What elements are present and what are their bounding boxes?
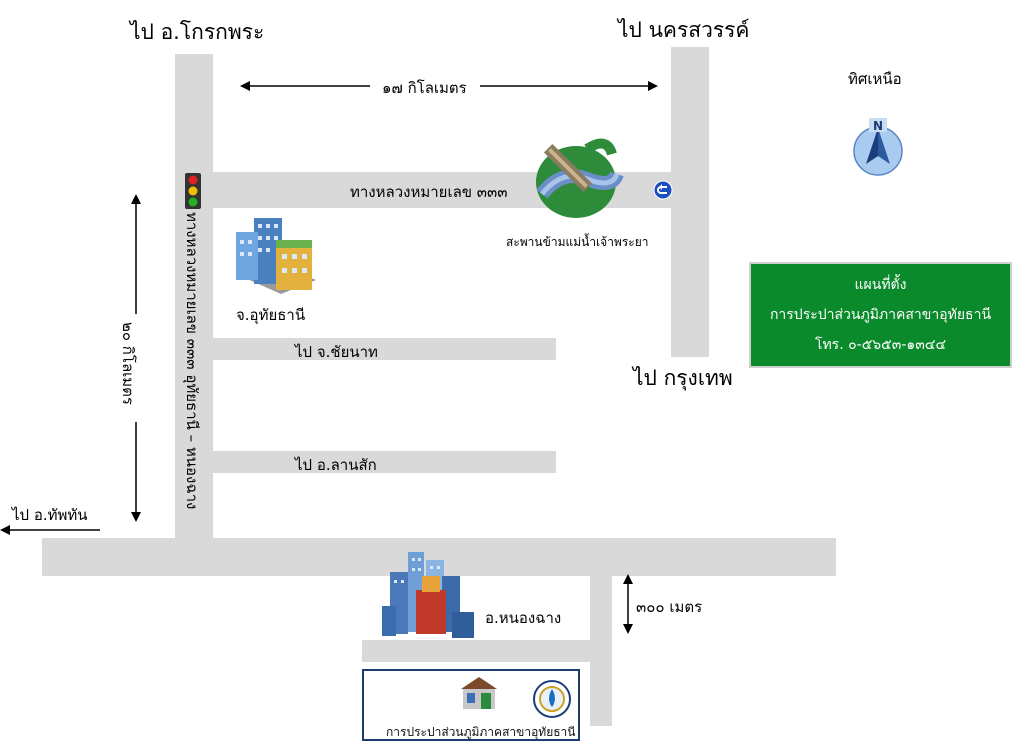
compass-letter: N: [873, 119, 883, 133]
sign-phone: โทร. ๐-๕๖๕๓-๑๓๔๔: [814, 337, 947, 353]
direction-nakhon-sawan: ไป นครสวรรค์: [618, 18, 750, 42]
north-compass-icon: N: [853, 118, 903, 176]
sign-title: แผนที่ตั้ง: [854, 277, 907, 293]
direction-thap-than: ไป อ.ทัพทัน: [12, 506, 88, 524]
u-turn-icon: [653, 180, 673, 200]
distance-arrow-top: [240, 81, 658, 91]
vertical-road-label: ทางหลวงหมายเลข ๓๓๓ อุทัยธานี – หนองฉาง: [183, 212, 201, 510]
distance-arrow-left: [131, 194, 141, 522]
bridge-icon: [536, 138, 624, 218]
distance-arrow-office: [623, 574, 633, 634]
direction-bangkok: ไป กรุงเทพ: [633, 366, 733, 390]
road-vertical-main: [175, 54, 213, 538]
pwa-logo-icon: [533, 680, 571, 718]
office-box: การประปาส่วนภูมิภาคสาขาอุทัยธานี: [362, 669, 580, 741]
office-label: การประปาส่วนภูมิภาคสาขาอุทัยธานี: [386, 725, 576, 739]
distance-left-label: ๒๐ กิโลเมตร: [119, 322, 137, 405]
office-building-icon: [461, 677, 497, 709]
location-sign: แผนที่ตั้ง การประปาส่วนภูมิภาคสาขาอุทัยธ…: [749, 262, 1012, 368]
nong-chang-label: อ.หนองฉาง: [485, 609, 562, 627]
road-lan-sak: [213, 451, 556, 473]
north-label: ทิศเหนือ: [848, 70, 902, 88]
direction-lan-sak: ไป อ.ลานสัก: [295, 456, 377, 474]
highway-333-label: ทางหลวงหมายเลข ๓๓๓: [350, 183, 508, 201]
direction-khok-phra: ไป อ.โกรกพระ: [130, 20, 265, 44]
road-right-vertical: [671, 47, 709, 357]
nong-chang-buildings-icon: [382, 552, 474, 638]
arrow-thap-than: [0, 525, 100, 535]
sign-name: การประปาส่วนภูมิภาคสาขาอุทัยธานี: [769, 307, 992, 323]
road-chai-nat: [213, 338, 556, 360]
uthai-thani-buildings-icon: [236, 218, 316, 294]
distance-top-label: ๑๗ กิโลเมตร: [382, 79, 467, 97]
uthai-thani-label: จ.อุทัยธานี: [236, 306, 306, 324]
direction-chai-nat: ไป จ.ชัยนาท: [295, 343, 378, 361]
distance-office-label: ๓๐๐ เมตร: [636, 598, 703, 616]
road-highway-333: [213, 172, 709, 208]
traffic-light-icon: [185, 173, 201, 209]
road-office-horizontal: [362, 640, 612, 662]
bridge-label: สะพานข้ามแม่น้ำเจ้าพระยา: [506, 235, 649, 249]
